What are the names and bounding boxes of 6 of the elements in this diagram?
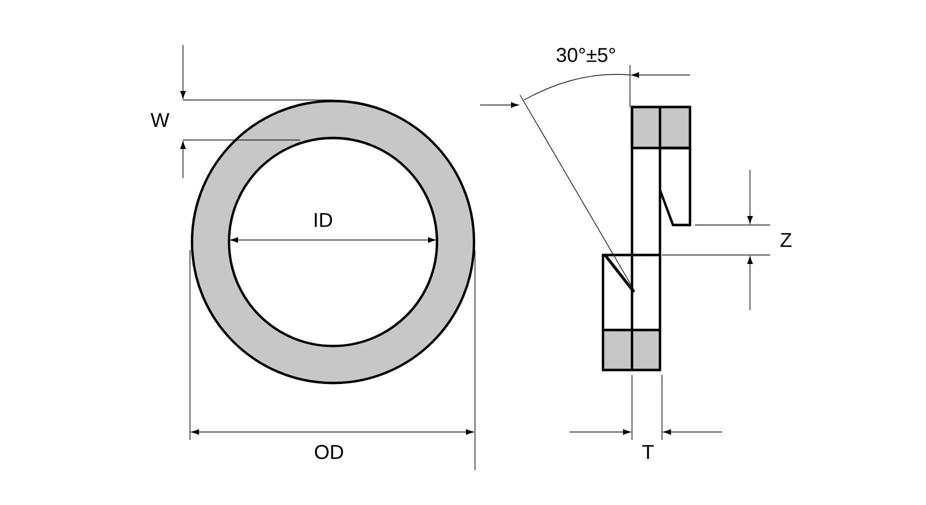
- dimension-label: ID: [314, 213, 332, 227]
- dimension-label: T: [642, 445, 654, 459]
- dimension-label: OD: [314, 444, 344, 460]
- dimension-label: W: [150, 113, 170, 127]
- dimension-label: Z: [780, 233, 792, 247]
- dimension-label: 30°±5°: [556, 48, 615, 62]
